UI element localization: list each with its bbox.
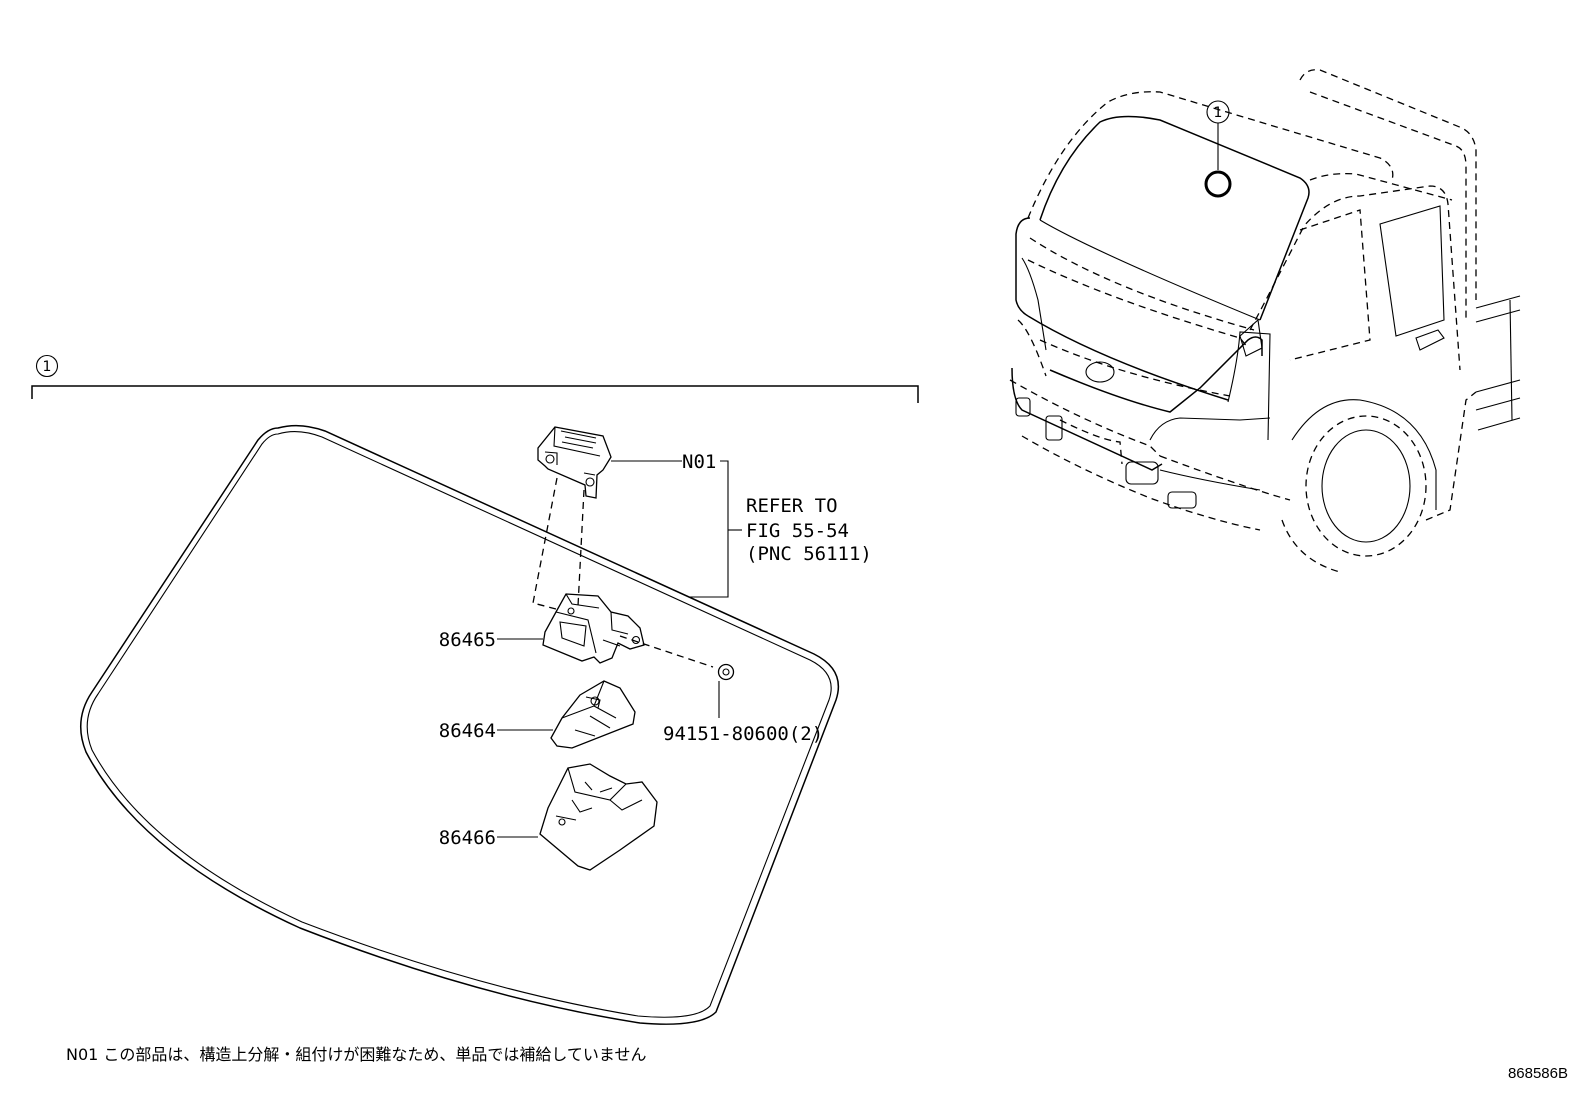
part-86465-housing	[542, 593, 645, 664]
footnote-text: N01 この部品は、構造上分解・組付けが困難なため、単品では補給していません	[66, 1045, 646, 1064]
group-bracket: 1	[31, 354, 919, 403]
part-86464-cover	[550, 680, 636, 749]
callout-86465: 86465	[439, 629, 496, 651]
part-bolt-icon	[717, 663, 735, 681]
part-n01-sensor-bracket	[537, 426, 612, 499]
part-86466-lower-cover	[539, 763, 658, 871]
windshield-glass	[80, 424, 840, 1025]
callout-labels: N01 REFER TO FIG 55-54 (PNC 56111) 86465…	[439, 451, 872, 849]
callout-refer-line1: REFER TO	[746, 495, 838, 517]
truck-marker-number: 1	[1214, 105, 1223, 121]
callout-refer-line3: (PNC 56111)	[746, 543, 872, 565]
group-marker-number: 1	[43, 359, 52, 375]
callout-refer-line2: FIG 55-54	[746, 520, 849, 542]
truck-cab-view: 1	[1009, 69, 1521, 573]
callout-n01: N01	[682, 451, 716, 473]
camera-location-marker	[1204, 170, 1232, 198]
figure-code: 868586B	[1508, 1065, 1568, 1082]
bracket-line	[31, 385, 919, 403]
group-marker-circle	[35, 354, 59, 378]
assembly-lines	[532, 477, 714, 668]
callout-86466: 86466	[439, 827, 496, 849]
callout-bolt: 94151-80600(2)	[663, 723, 823, 745]
callout-86464: 86464	[439, 720, 496, 742]
leader-lines	[497, 460, 742, 838]
